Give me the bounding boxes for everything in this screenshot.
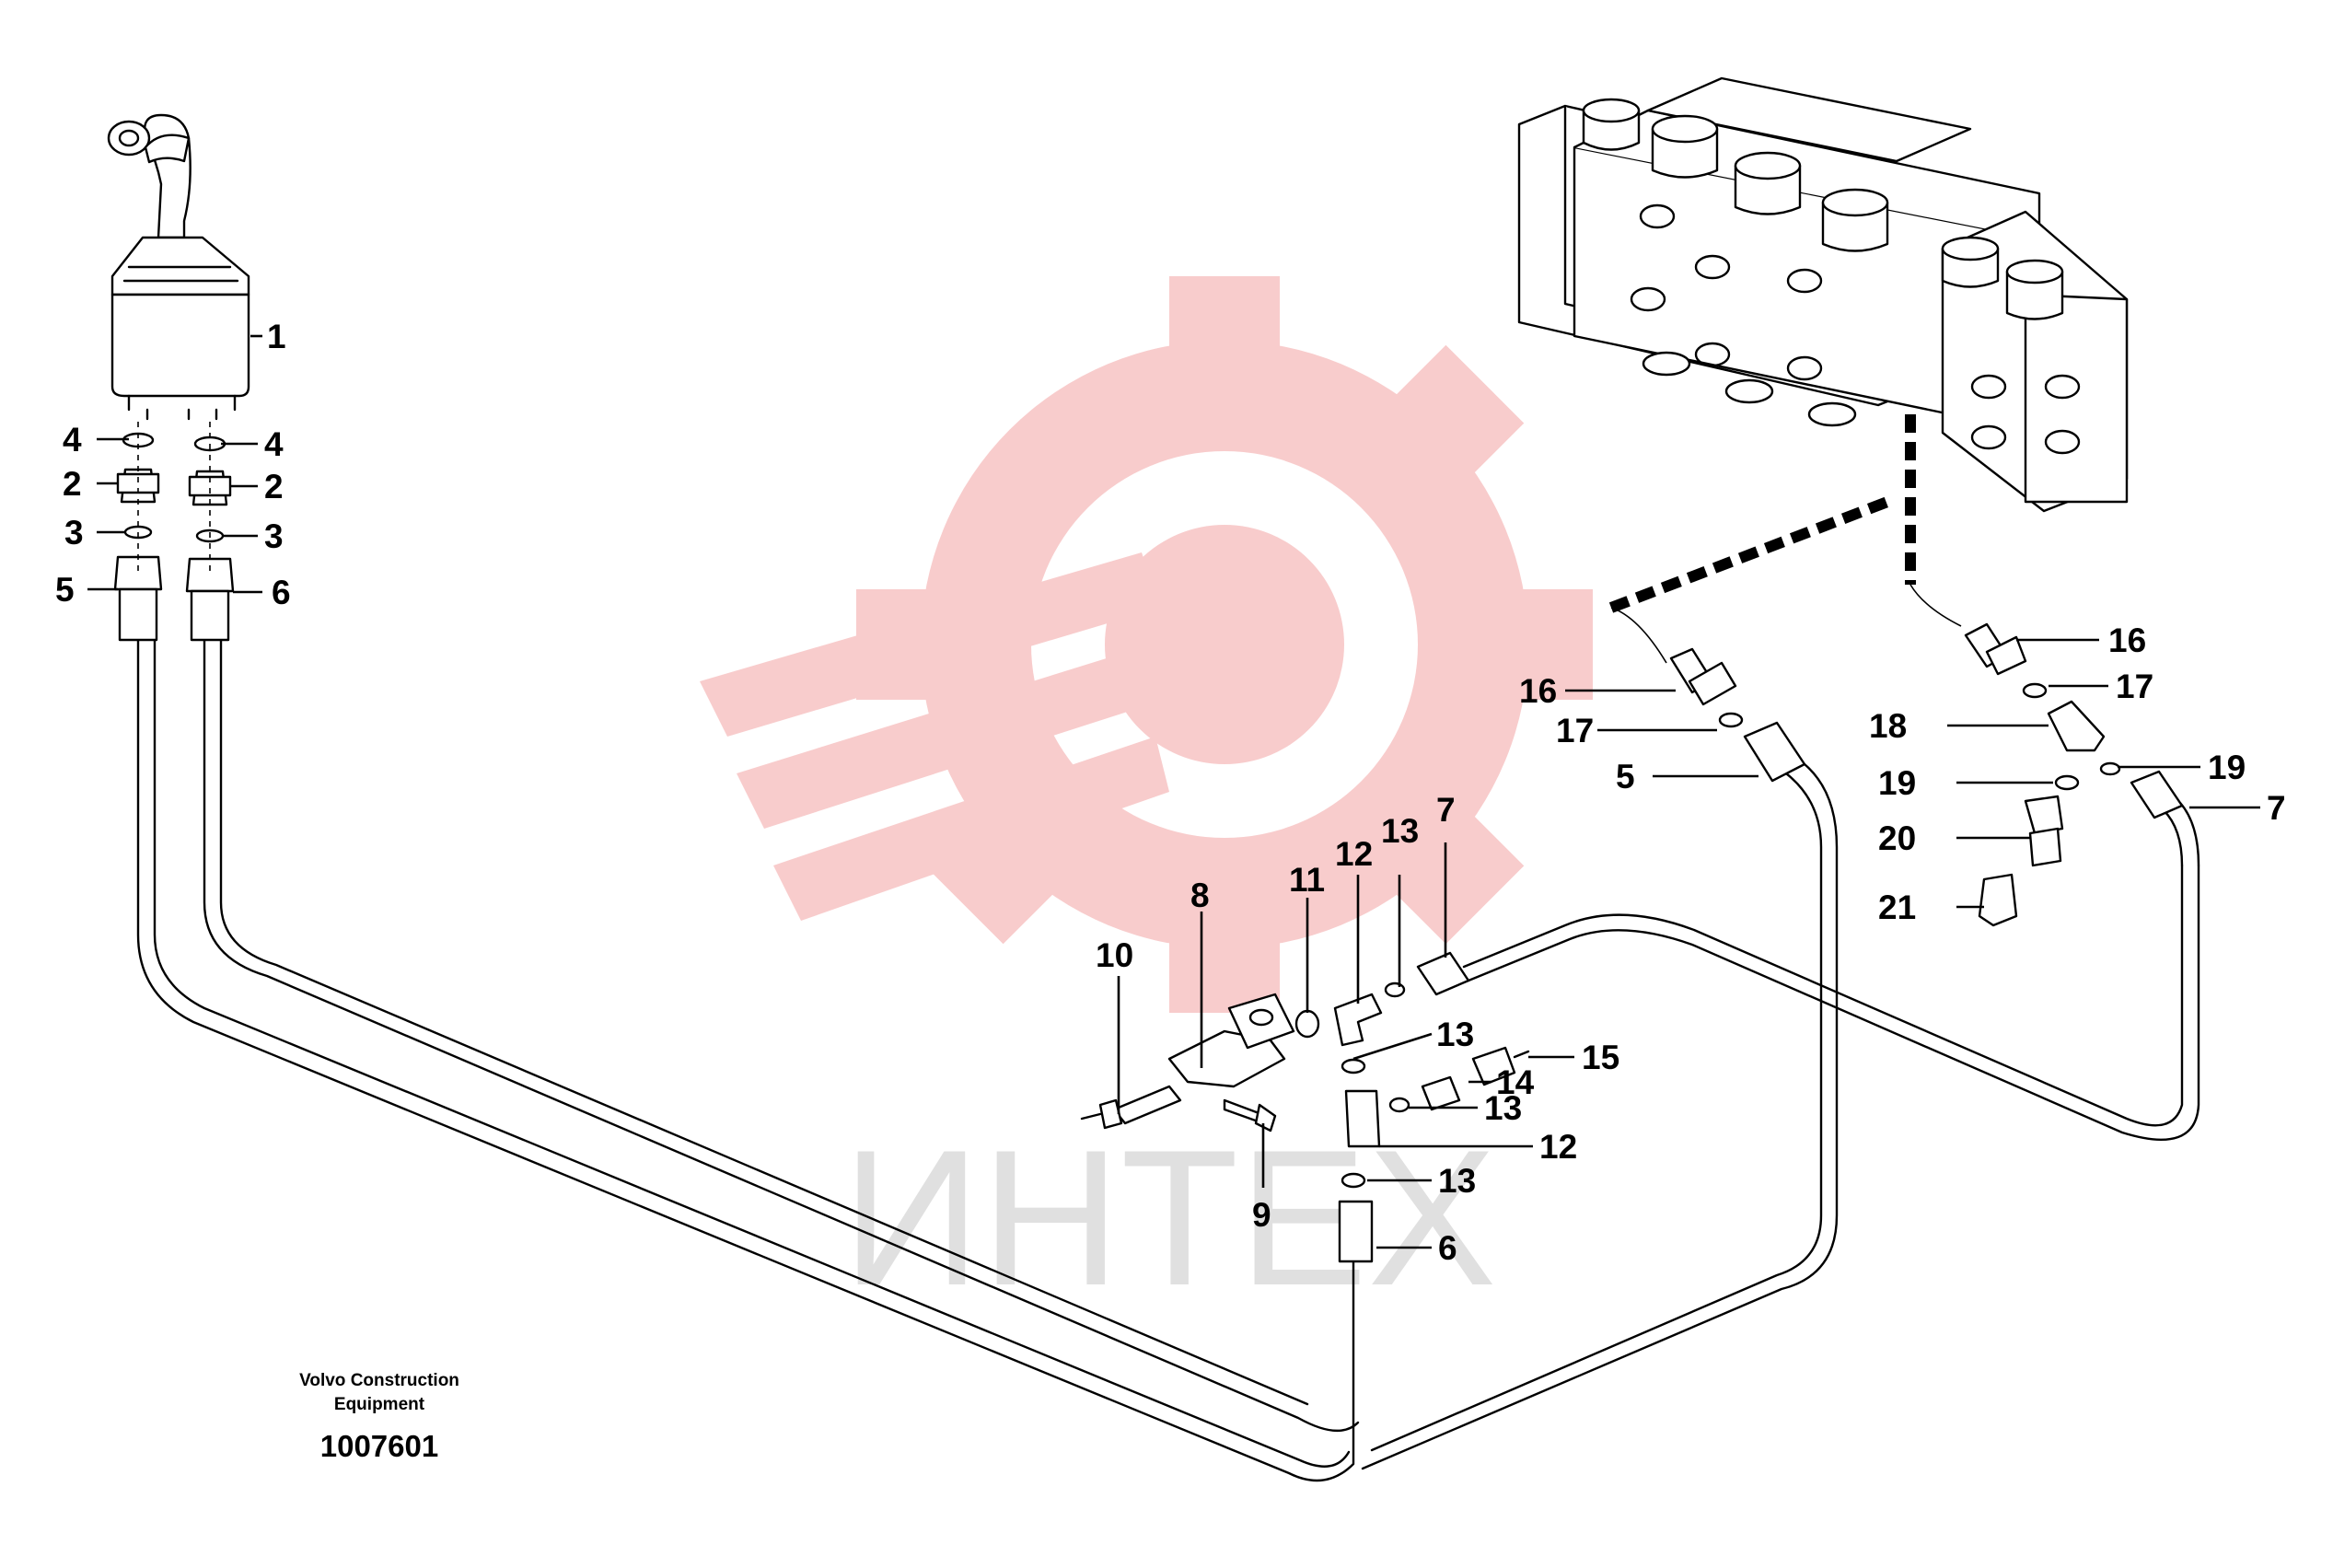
callout-2b: 2: [264, 468, 284, 505]
callout-21: 21: [1878, 889, 1916, 926]
callout-9: 9: [1252, 1196, 1271, 1234]
callout-16a: 16: [1519, 672, 1557, 710]
callout-2a: 2: [63, 465, 82, 503]
valve-fittings-left: [1669, 647, 1806, 783]
callout-3b: 3: [264, 517, 284, 555]
callout-8: 8: [1190, 877, 1210, 914]
valve-fittings-right: [1964, 622, 2184, 927]
joystick: [107, 113, 250, 421]
callout-20: 20: [1878, 819, 1916, 857]
brand-line-2: Equipment: [334, 1395, 425, 1414]
watermark-text: ИНТЕХ: [842, 1109, 1496, 1326]
callout-10: 10: [1096, 936, 1133, 974]
callout-15: 15: [1582, 1039, 1619, 1076]
leader-lines: [87, 334, 2260, 1249]
callout-7a: 7: [2267, 789, 2286, 827]
callout-13b: 13: [1436, 1016, 1474, 1053]
brand-line-1: Volvo Construction: [299, 1371, 459, 1390]
watermark: ИНТЕХ: [700, 276, 1593, 1326]
callout-12a: 12: [1335, 835, 1373, 873]
callout-16b: 16: [2108, 621, 2146, 659]
callout-4a: 4: [63, 421, 82, 459]
hose-lines: [136, 276, 2200, 1482]
control-valve-block: [1517, 76, 2129, 513]
footer-block: Volvo Construction Equipment 1007601: [299, 1371, 459, 1463]
callout-6a: 6: [272, 574, 291, 611]
pressure-switch-assembly: [1080, 951, 1530, 1263]
callout-14: 14: [1496, 1063, 1535, 1101]
watermark-gear-icon: [700, 276, 1593, 1013]
callout-19b: 19: [2208, 749, 2246, 786]
callout-3a: 3: [64, 514, 84, 552]
callout-19a: 19: [1878, 764, 1916, 802]
callout-18: 18: [1869, 707, 1907, 745]
callout-17b: 17: [2116, 668, 2153, 705]
drawing-number: 1007601: [320, 1429, 438, 1463]
callout-13c: 13: [1484, 1089, 1522, 1127]
callout-1: 1: [267, 318, 286, 355]
callout-13a: 13: [1381, 812, 1419, 850]
callout-12b: 12: [1539, 1128, 1577, 1166]
callout-7b: 7: [1436, 791, 1456, 829]
callout-labels: 1 4 4 2 2 3 3 5 6 16 17 5 16 17 18 19 19…: [55, 318, 2286, 1267]
callout-5b: 5: [1616, 758, 1635, 796]
callout-11: 11: [1289, 861, 1325, 899]
callout-6b: 6: [1438, 1229, 1457, 1267]
callout-17a: 17: [1556, 712, 1594, 749]
callout-13d: 13: [1438, 1162, 1476, 1200]
callout-4b: 4: [264, 425, 284, 463]
callout-5a: 5: [55, 571, 75, 609]
